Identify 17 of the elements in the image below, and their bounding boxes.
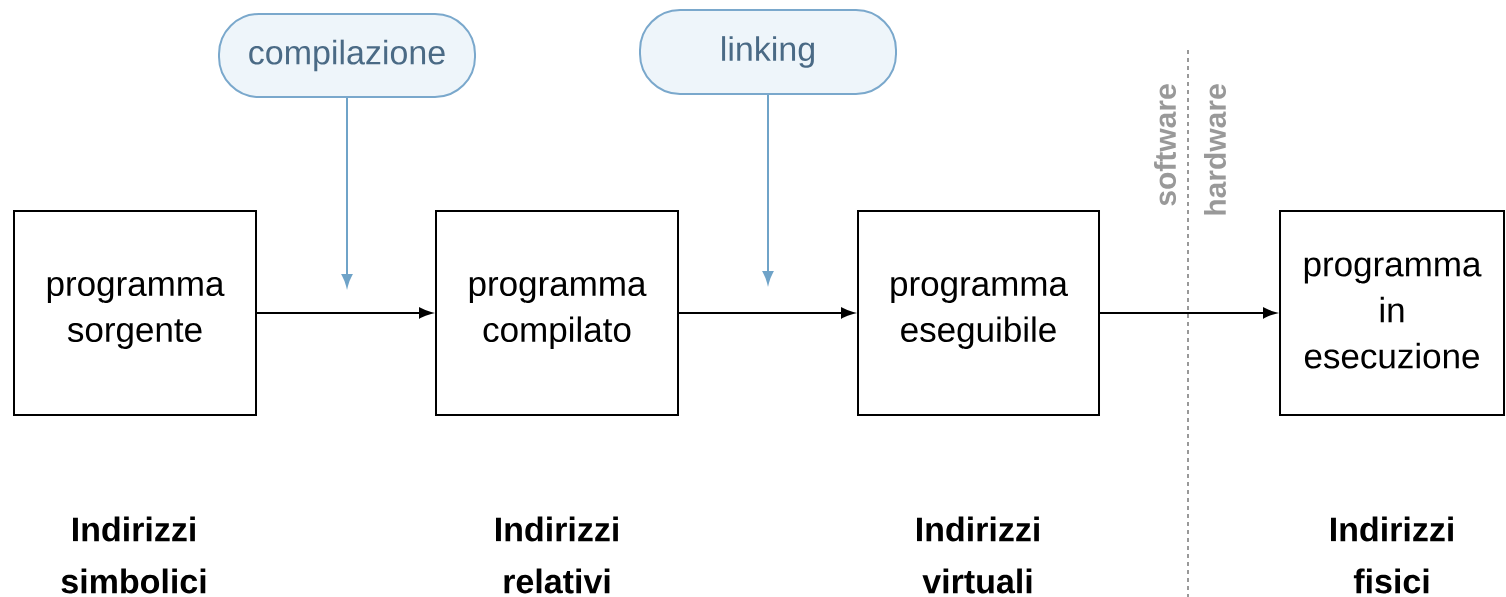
address-label: Indirizzi simbolici <box>61 516 206 594</box>
address-label: Indirizzi virtuali <box>917 516 1039 594</box>
process-box: programma eseguibile <box>857 210 1100 416</box>
arrow <box>678 307 854 319</box>
arrow <box>762 94 774 284</box>
process-box: programma sorgente <box>13 210 257 416</box>
process-box: programma compilato <box>435 210 679 416</box>
address-label: Indirizzi relativi <box>496 516 618 594</box>
process-box: programma in esecuzione <box>1279 210 1505 416</box>
arrow <box>256 307 432 319</box>
side-label: software <box>1154 84 1176 206</box>
process-pill: compilazione <box>218 13 476 98</box>
process-pill: linking <box>639 9 897 95</box>
side-label: hardware <box>1204 84 1226 215</box>
arrow <box>1099 307 1276 319</box>
address-label: Indirizzi fisici <box>1331 516 1453 594</box>
arrow <box>341 97 353 287</box>
